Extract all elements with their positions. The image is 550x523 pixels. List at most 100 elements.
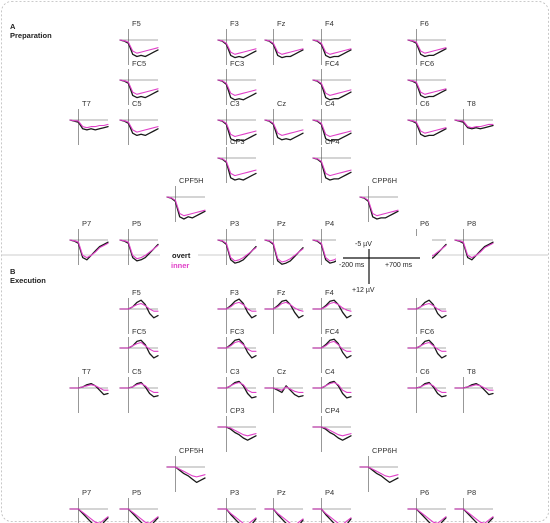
channel-label: C6 [420,99,430,108]
erp-plot-fz-preparation: Fz [264,19,304,65]
series-line-overt [312,157,352,181]
erp-plot-f6-preparation: F6 [407,19,447,65]
channel-label: P3 [230,488,239,497]
series-line-inner [264,301,304,312]
series-line-inner [312,301,352,312]
erp-plot-f3-execution: F3 [217,288,257,334]
series-line-inner [119,39,159,54]
erp-plot-fz-execution: Fz [264,288,304,334]
erp-plot-p7-execution: P7 [69,488,109,523]
erp-plot-cpf5h-preparation: CPF5H [166,176,206,222]
channel-label: P7 [82,219,91,228]
series-line-inner [217,301,257,312]
panel-a-letter: A [10,22,16,31]
erp-plot-fc5-preparation: FC5 [119,59,159,105]
series-line-inner [217,39,257,55]
erp-plot-cpf5h-execution: CPF5H [166,446,206,492]
series-line-inner [407,79,447,95]
channel-label: P3 [230,219,239,228]
erp-plot-p5-preparation: P5 [119,219,159,265]
channel-label: Cz [277,99,286,108]
erp-plot-c4-execution: C4 [312,367,352,413]
series-line-inner [359,466,399,478]
series-line-inner [264,386,304,393]
series-line-inner [119,341,159,352]
erp-plot-t8-execution: T8 [454,367,494,413]
channel-label: FC4 [325,59,339,68]
series-line-inner [312,119,352,138]
erp-plot-t8-preparation: T8 [454,99,494,145]
series-line-inner [119,79,159,95]
channel-label: T7 [82,367,91,376]
erp-plot-c5-execution: C5 [119,367,159,413]
series-line-inner [119,302,159,312]
legend-background [160,249,198,271]
channel-label: FC4 [325,327,339,336]
series-line-inner [454,119,494,129]
channel-label: C4 [325,367,335,376]
series-line-inner [69,239,109,259]
channel-label: CP3 [230,406,245,415]
series-line-inner [119,239,159,260]
channel-label: P5 [132,488,141,497]
channel-label: C4 [325,99,335,108]
panel-a-name: Preparation [10,31,52,40]
erp-plot-c6-preparation: C6 [407,99,447,145]
series-line-inner [217,340,257,352]
erp-plot-f4-execution: F4 [312,288,352,334]
erp-plot-cp4-execution: CP4 [312,406,352,452]
channel-label: CPP6H [372,446,397,455]
series-line-inner [119,508,159,523]
erp-plot-cz-execution: Cz [264,367,304,413]
series-line-inner [69,384,109,391]
erp-plot-cpp6h-preparation: CPP6H [359,176,399,222]
series-line-inner [407,383,447,393]
scale-bar-background [336,236,432,296]
channel-label: FC6 [420,59,434,68]
channel-label: P8 [467,219,476,228]
channel-label: Fz [277,288,286,297]
series-line-overt [454,119,494,130]
erp-plot-fc6-preparation: FC6 [407,59,447,105]
channel-label: F5 [132,19,141,28]
series-line-overt [217,157,257,181]
series-line-inner [166,466,206,478]
channel-label: F6 [420,19,429,28]
erp-plot-fc4-execution: FC4 [312,327,352,373]
series-line-inner [454,239,494,259]
series-line-inner [217,79,257,96]
channel-label: P4 [325,488,334,497]
erp-plot-f4-preparation: F4 [312,19,352,65]
series-line-overt [312,39,352,59]
channel-label: FC5 [132,59,146,68]
series-line-inner [264,239,304,263]
panel-b-name: Execution [10,276,46,285]
scale-bar-top-label: -5 µV [355,241,372,248]
series-line-inner [454,508,494,523]
erp-plot-p8-preparation: P8 [454,219,494,265]
scale-bar: -5 µV +12 µV -200 ms +700 ms [336,236,432,296]
series-line-overt [119,79,159,99]
erp-plot-f5-execution: F5 [119,288,159,334]
series-line-inner [312,381,352,393]
series-line-overt [407,119,447,138]
series-line-inner [119,383,159,393]
erp-plot-f3-preparation: F3 [217,19,257,65]
series-line-inner [217,239,257,262]
erp-plot-p7-preparation: P7 [69,219,109,265]
erp-plot-p6-execution: P6 [407,488,447,523]
series-line-overt [217,119,257,142]
panel-b-letter: B [10,267,16,276]
erp-plot-pz-execution: Pz [264,488,304,523]
scale-bar-right-label: +700 ms [385,262,413,269]
scale-bar-bottom-label: +12 µV [352,287,375,294]
series-line-inner [217,119,257,138]
series-line-overt [407,79,447,99]
series-line-inner [312,79,352,96]
channel-label: F5 [132,288,141,297]
erp-plot-c3-preparation: C3 [217,99,257,145]
channel-label: Pz [277,219,286,228]
series-line-inner [407,39,447,54]
channel-label: C5 [132,367,142,376]
